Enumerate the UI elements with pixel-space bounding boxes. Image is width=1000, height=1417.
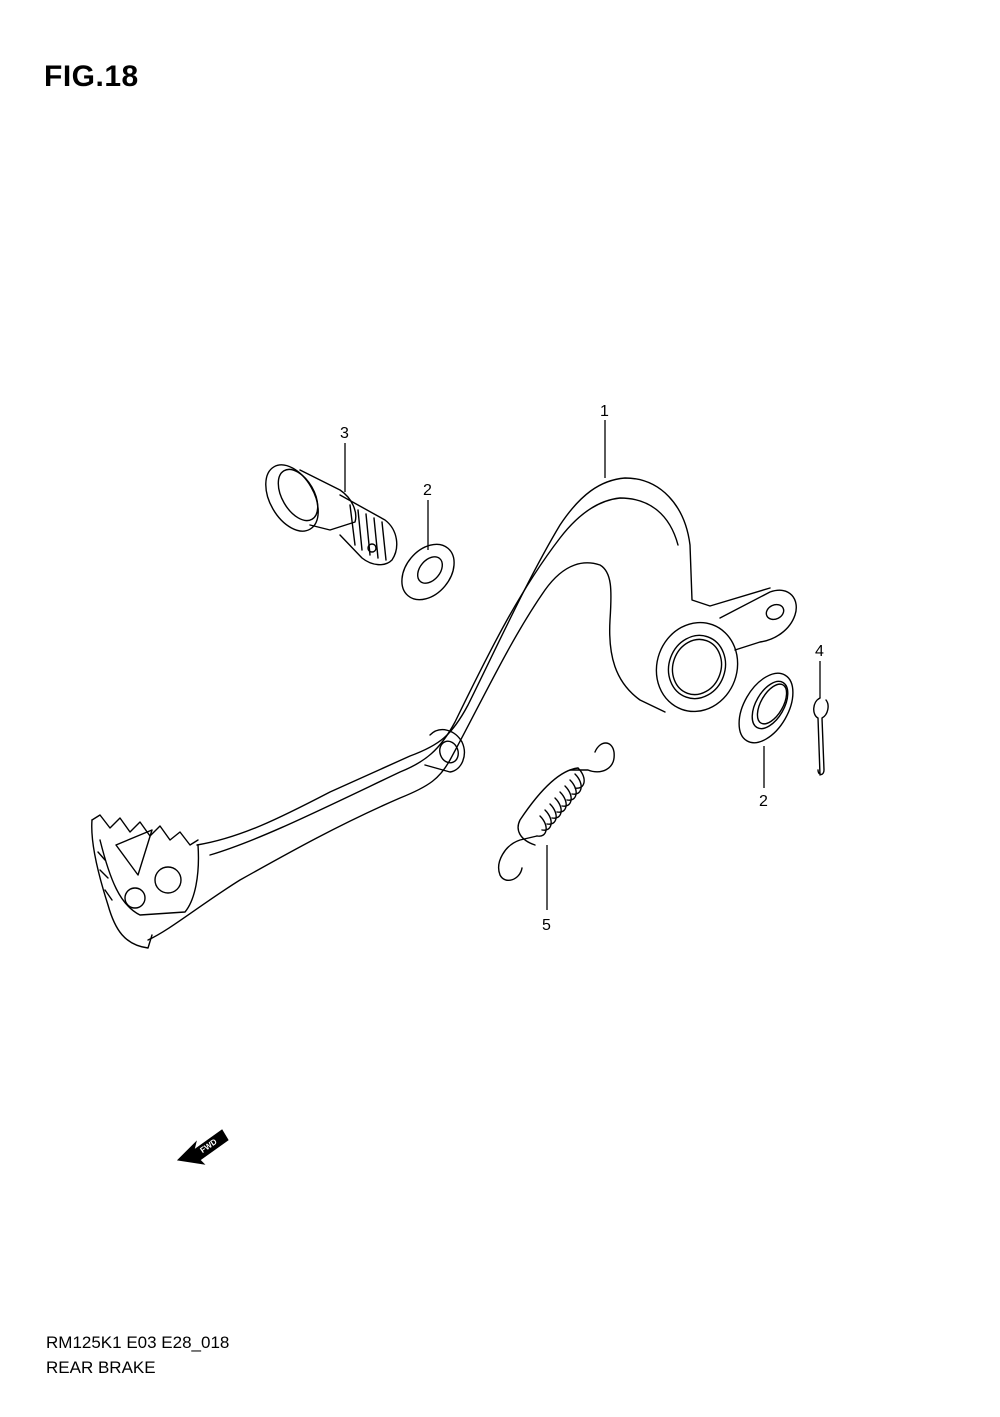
figure-title: FIG.18 (44, 60, 139, 93)
footer-section-name: REAR BRAKE (46, 1358, 156, 1377)
callout-2-right: 2 (759, 793, 768, 810)
callout-5: 5 (542, 917, 551, 934)
return-spring (498, 742, 615, 882)
washer-left (401, 543, 455, 601)
washer-right (738, 672, 794, 744)
brake-pedal-arm (91, 477, 797, 949)
pivot-bolt (265, 464, 398, 566)
forward-arrow-icon: FWD (176, 1129, 229, 1165)
callout-3: 3 (340, 425, 349, 442)
cotter-pin (813, 697, 829, 776)
callout-2-left: 2 (423, 482, 432, 499)
callout-1: 1 (600, 403, 609, 420)
footer-diagram-code: RM125K1 E03 E28_018 (46, 1333, 230, 1352)
callout-4: 4 (815, 643, 824, 660)
